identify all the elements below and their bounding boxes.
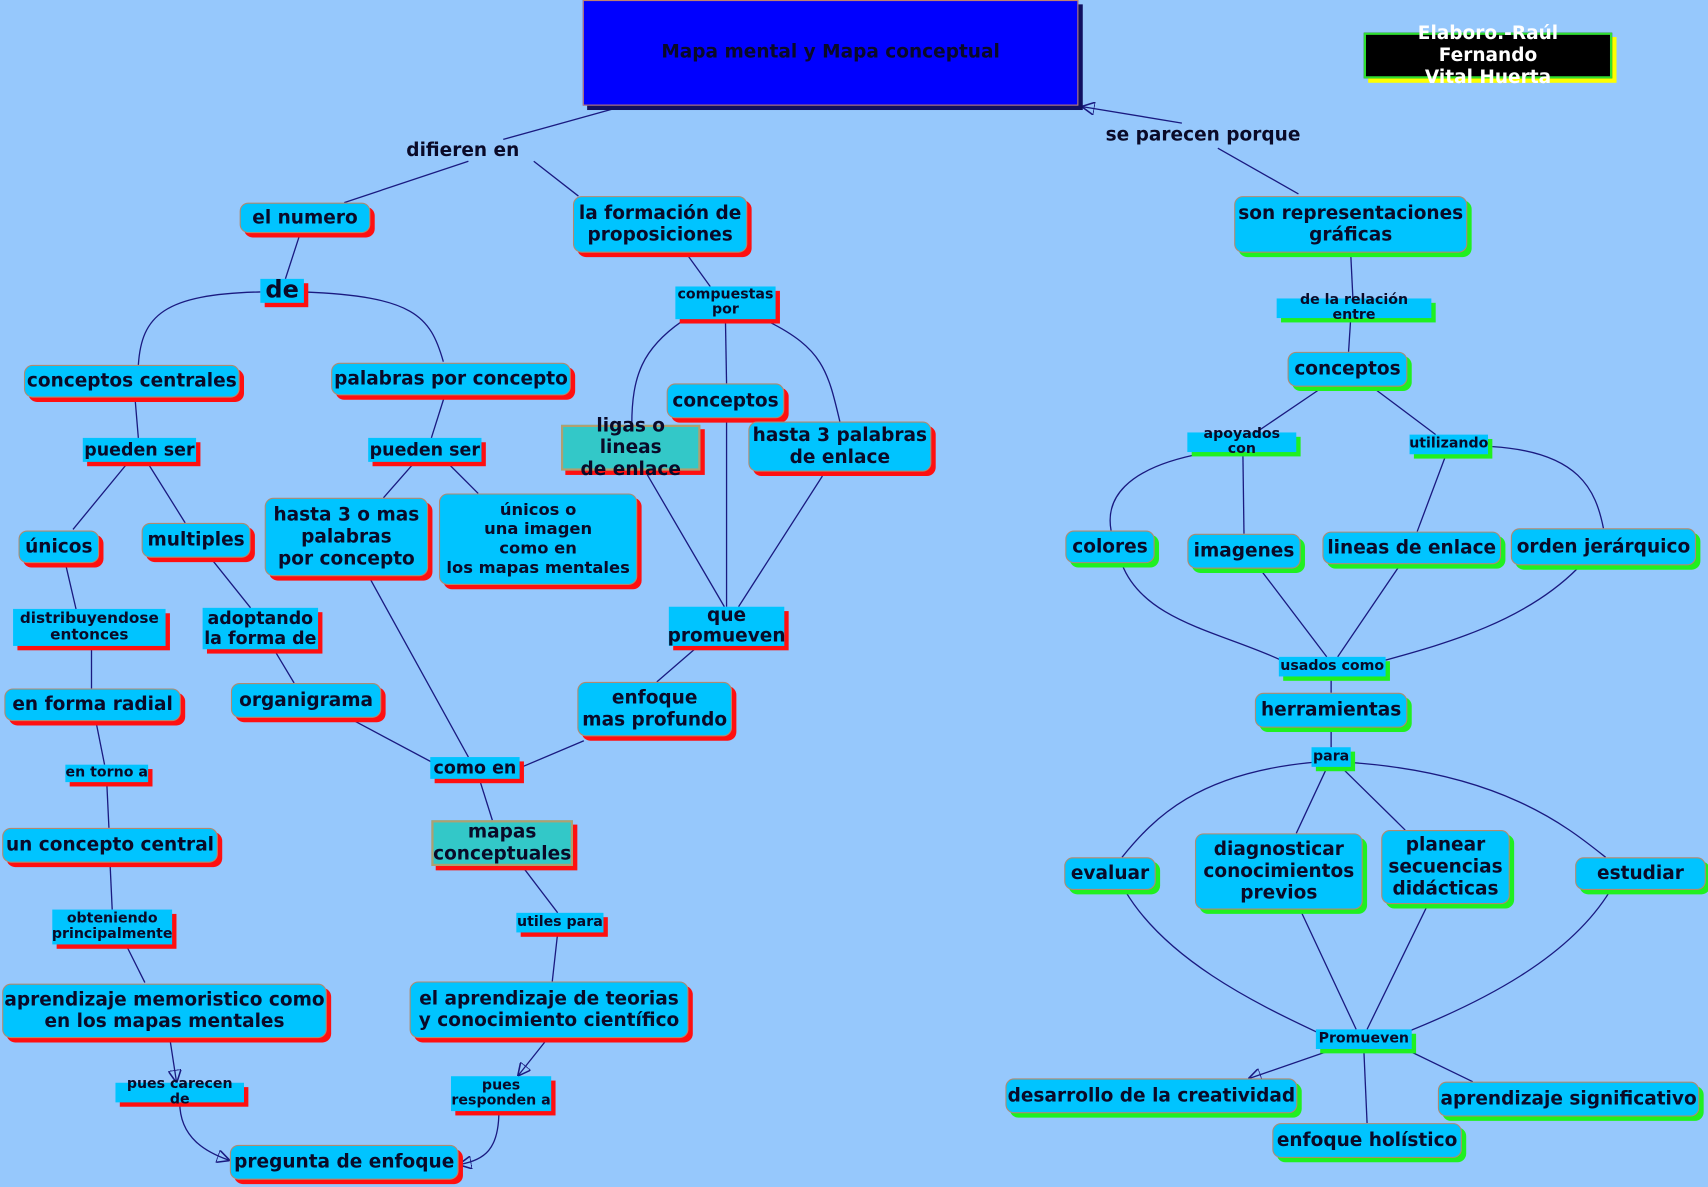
concept-pregunta-de-enfoque[interactable]: pregunta de enfoque — [229, 1144, 459, 1180]
concept-conceptos[interactable]: conceptos — [666, 383, 785, 419]
concept-conceptos-centrales[interactable]: conceptos centrales — [23, 364, 240, 398]
concept-colores[interactable]: colores — [1065, 530, 1155, 564]
concept-desarrollo-creatividad[interactable]: desarrollo de la creatividad — [1005, 1078, 1298, 1114]
concept-aprendizaje-significativo[interactable]: aprendizaje significativo — [1437, 1081, 1700, 1117]
concept-unicos[interactable]: únicos — [18, 530, 100, 564]
link-pues-responden-a[interactable]: pues responden a — [450, 1076, 552, 1112]
link-pueden-ser[interactable]: pueden ser — [82, 437, 197, 462]
link-se-parecen-porque[interactable]: se parecen porque — [1105, 124, 1301, 146]
concept-aprendizaje-memoristico[interactable]: aprendizaje memoristico como en los mapa… — [2, 983, 327, 1039]
link-promueven[interactable]: Promueven — [1315, 1029, 1412, 1049]
link-distribuyendose[interactable]: distribuyendose entonces — [13, 608, 166, 646]
concept-organigrama[interactable]: organigrama — [230, 682, 382, 718]
concept-representaciones-graficas[interactable]: son representaciones gráficas — [1234, 196, 1468, 253]
link-de-la-relacion-entre[interactable]: de la relación entre — [1276, 292, 1432, 323]
concept-hasta-3-palabras-enlace[interactable]: hasta 3 palabras de enlace — [748, 421, 932, 472]
concept-orden-jerarquico[interactable]: orden jerárquico — [1510, 528, 1697, 566]
concept-planear-secuencias[interactable]: planear secuencias didácticas — [1381, 830, 1510, 905]
concept-ligas-lineas-enlace[interactable]: ligas o lineas de enlace — [560, 415, 701, 480]
link-utilizando[interactable]: utilizando — [1409, 434, 1488, 455]
link-compuestas-por[interactable]: compuestas por — [675, 286, 776, 320]
concept-lineas-de-enlace[interactable]: lineas de enlace — [1322, 531, 1502, 565]
concept-forma-radial[interactable]: en forma radial — [4, 688, 181, 722]
concept-mapas-conceptuales[interactable]: mapas conceptuales — [431, 820, 573, 866]
link-difieren-en[interactable]: difieren en — [406, 139, 520, 162]
link-apoyados-con[interactable]: apoyados con — [1187, 426, 1297, 457]
concept-estudiar[interactable]: estudiar — [1575, 857, 1706, 890]
concept-palabras-por-concepto[interactable]: palabras por concepto — [331, 362, 571, 396]
link-como-en[interactable]: como en — [430, 757, 520, 779]
concept-unicos-una-imagen[interactable]: únicos o una imagen como en los mapas me… — [438, 493, 638, 585]
link-obteniendo-principalmente[interactable]: obteniendo principalmente — [52, 909, 173, 945]
link-de[interactable]: de — [260, 277, 304, 304]
concept-enfoque-holistico[interactable]: enfoque holístico — [1272, 1123, 1462, 1158]
concept-hasta-3-o-mas-palabras[interactable]: hasta 3 o mas palabras por concepto — [264, 497, 429, 577]
author-credit[interactable]: Elaboro.-Raúl Fernando Vital Huerta — [1363, 23, 1613, 88]
link-para[interactable]: para — [1311, 747, 1351, 767]
concept-diagnosticar[interactable]: diagnosticar conocimientos previos — [1194, 833, 1363, 910]
concept-aprendizaje-teorias[interactable]: el aprendizaje de teorias y conocimiento… — [409, 981, 689, 1039]
link-pues-carecen-de[interactable]: pues carecen de — [115, 1076, 245, 1107]
concept-enfoque-mas-profundo[interactable]: enfoque mas profundo — [577, 681, 733, 737]
concept-imagenes[interactable]: imagenes — [1187, 533, 1301, 569]
map-title[interactable]: Mapa mental y Mapa conceptual — [582, 0, 1079, 106]
concept-multiples[interactable]: multiples — [141, 522, 251, 558]
link-en-torno-a[interactable]: en torno a — [65, 764, 149, 783]
concept-el-numero[interactable]: el numero — [239, 202, 371, 234]
link-usados-como[interactable]: usados como — [1278, 656, 1386, 677]
link-utiles-para[interactable]: utiles para — [516, 912, 604, 933]
concept-herramientas[interactable]: herramientas — [1254, 692, 1408, 728]
link-pueden-ser[interactable]: pueden ser — [368, 437, 482, 462]
link-adoptando[interactable]: adoptando la forma de — [202, 607, 319, 650]
concept-un-concepto-central[interactable]: un concepto central — [2, 827, 218, 863]
concept-evaluar[interactable]: evaluar — [1064, 857, 1156, 890]
concept-conceptos-right[interactable]: conceptos — [1287, 351, 1408, 387]
concept-formacion-proposiciones[interactable]: la formación de proposiciones — [572, 196, 748, 253]
link-que-promueven[interactable]: que promueven — [667, 604, 786, 648]
